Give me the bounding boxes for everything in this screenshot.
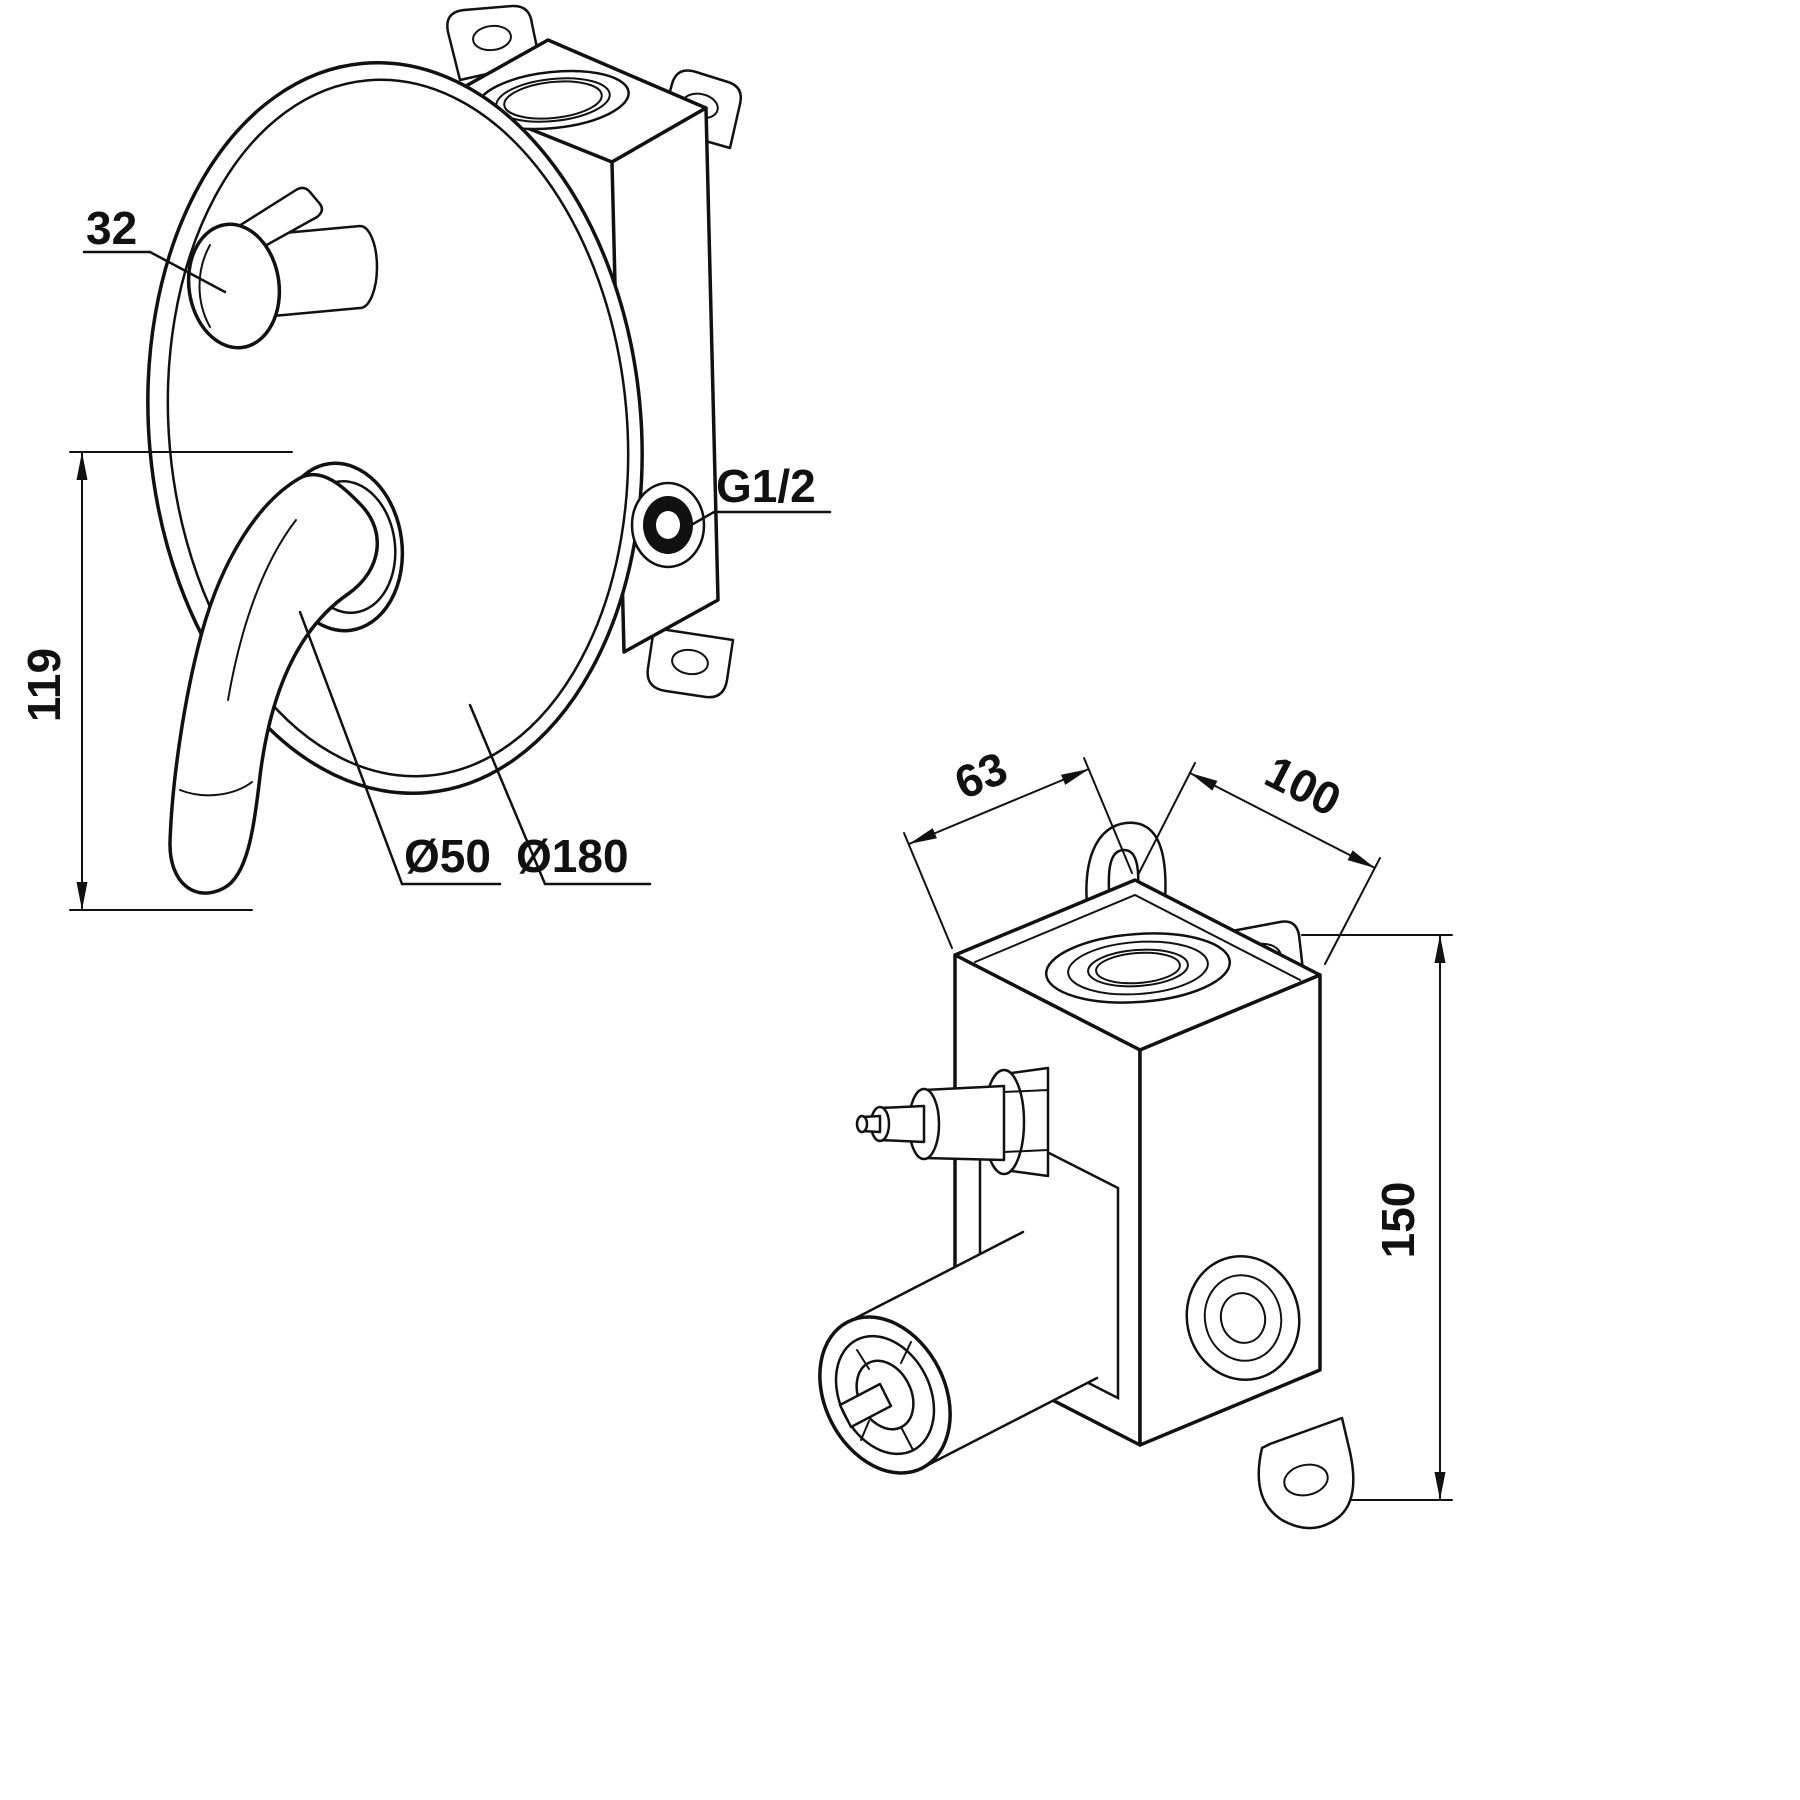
- top-ear-hole: [472, 24, 512, 52]
- cylinder-edge-top: [846, 1230, 1025, 1324]
- lever-handle: [168, 461, 405, 895]
- dim-63-ext-a: [903, 832, 953, 949]
- cartridge-stem: [855, 1066, 1050, 1178]
- dim-100-line: [1189, 772, 1376, 869]
- knob-shade-line: [198, 244, 211, 328]
- dim-label-escutcheon-diameter: Ø50: [404, 830, 491, 882]
- rough-in-box: [953, 821, 1355, 1530]
- cylinder-edge-bottom: [920, 1376, 1099, 1470]
- knob-body: [186, 222, 282, 350]
- dim-label-connection-thread: G1/2: [716, 460, 816, 512]
- dim-label-handle-height: 119: [18, 648, 70, 722]
- diverter-knob: [186, 186, 379, 350]
- rough-in-view: 63 100 150: [818, 741, 1453, 1530]
- box-side-port: [1185, 1254, 1301, 1382]
- trim-plate-rim: [166, 78, 630, 778]
- dim-g12-leader: [684, 510, 832, 530]
- bottom-mounting-ear: [646, 626, 735, 699]
- box-top-port: [1044, 932, 1232, 1004]
- dim-100-ext-b: [1324, 857, 1381, 965]
- box-bottom-ear-hole: [1283, 1463, 1329, 1497]
- dim-label-knob-size: 32: [86, 202, 137, 254]
- dim-32-leader: [148, 250, 227, 294]
- dim-63-ext-b: [1083, 757, 1133, 874]
- top-port: [476, 69, 630, 131]
- dim-180-leader: [468, 703, 652, 886]
- bottom-ear-hole: [671, 648, 709, 676]
- side-port-g12: [630, 481, 706, 569]
- front-view: 32 119 Ø50 Ø180 G1/2: [18, 4, 832, 911]
- knob-cylinder: [260, 224, 379, 319]
- handle-grip-line: [179, 781, 253, 797]
- dim-label-height: 150: [1372, 1182, 1424, 1259]
- box-bottom-ear: [1257, 1416, 1355, 1530]
- handle-contour-line: [227, 519, 297, 701]
- dim-label-depth: 63: [947, 741, 1014, 809]
- dim-label-plate-diameter: Ø180: [516, 830, 629, 882]
- cartridge-cylinder: [818, 1230, 1099, 1475]
- dim-63-line: [908, 768, 1090, 845]
- stem-collar-facets: [1003, 1089, 1049, 1153]
- handle-lever: [168, 472, 379, 895]
- cylinder-drive-stub: [838, 1382, 893, 1429]
- dim-100-ext-a: [1138, 762, 1196, 874]
- dim-50-leader: [298, 610, 502, 886]
- front-dimensions: 32 119 Ø50 Ø180 G1/2: [18, 202, 832, 911]
- cylinder-spline-ticks: [856, 1341, 914, 1451]
- stem-pin-cap: [855, 1114, 869, 1134]
- box-top-face-inner-line: [974, 893, 1301, 981]
